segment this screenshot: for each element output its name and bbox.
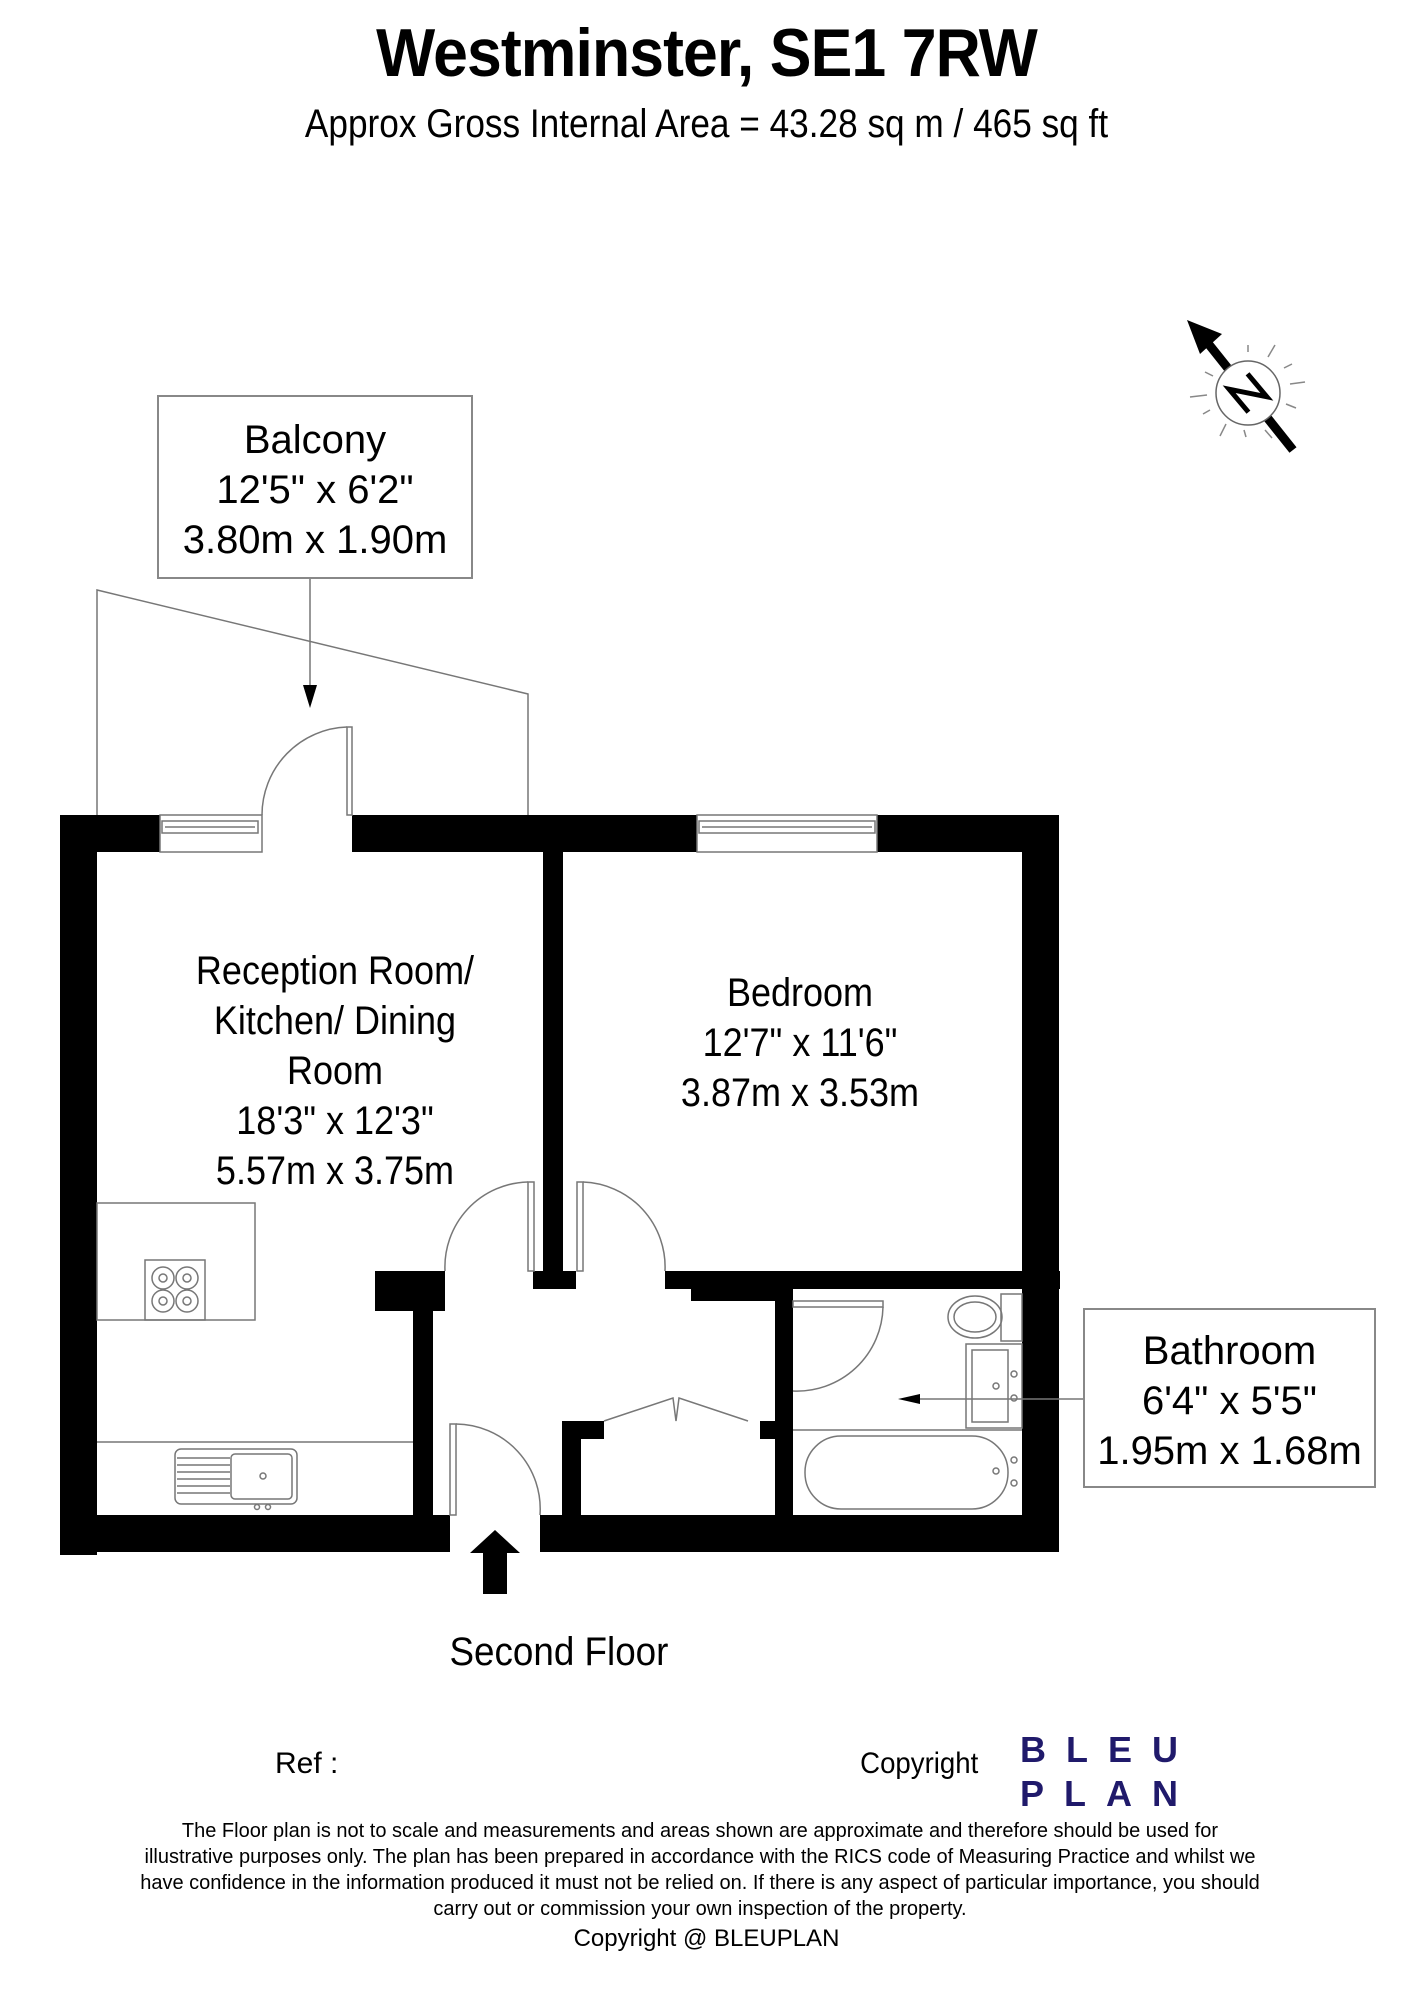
bathroom-label: Bathroom 6'4" x 5'5" 1.95m x 1.68m [1083, 1308, 1376, 1488]
floor-label: Second Floor [449, 1630, 669, 1674]
disclaimer-line-2: illustrative purposes only. The plan has… [144, 1846, 1256, 1868]
bedroom-metric: 3.87m x 3.53m [680, 1071, 920, 1115]
walls [60, 815, 1060, 1555]
balcony-outline [96, 589, 529, 817]
bath-icon [804, 1435, 1018, 1510]
bedroom-imperial: 12'7" x 11'6" [702, 1021, 898, 1065]
plan-title: Westminster, SE1 7RW [376, 15, 1038, 91]
bathroom-pointer-icon [898, 1394, 920, 1404]
reception-metric: 5.57m x 3.75m [215, 1149, 455, 1193]
bedroom-label: Bedroom 12'7" x 11'6" 3.87m x 3.53m [638, 968, 962, 1118]
reception-label: Reception Room/ Kitchen/ Dining Room 18'… [151, 946, 520, 1196]
window-bedroom [696, 814, 878, 853]
gross-area: Approx Gross Internal Area = 43.28 sq m … [304, 102, 1109, 146]
logo-line-1: BLEU [1020, 1729, 1198, 1770]
balcony-pointer-icon [303, 685, 317, 708]
disclaimer-line-3: have confidence in the information produ… [140, 1872, 1260, 1894]
basin-icon [965, 1343, 1023, 1429]
hob-icon [151, 1266, 199, 1313]
kitchen-fittings [96, 1202, 413, 1511]
ref-label: Ref : [275, 1747, 339, 1780]
bathroom-fittings [793, 1293, 1090, 1510]
bleuplan-logo: BLEU PLAN [1020, 1728, 1198, 1816]
balcony-metric: 3.80m x 1.90m [182, 518, 448, 562]
bathroom-metric: 1.95m x 1.68m [1097, 1429, 1362, 1473]
disclaimer-line-1: The Floor plan is not to scale and measu… [181, 1820, 1219, 1842]
reception-name-2: Kitchen/ Dining [213, 999, 457, 1043]
balcony-label: Balcony 12'5" x 6'2" 3.80m x 1.90m [157, 395, 473, 579]
bedroom-name: Bedroom [726, 971, 874, 1015]
reception-name-3: Room [286, 1049, 384, 1093]
north-arrow-icon [1187, 320, 1306, 453]
bathroom-name: Bathroom [1142, 1329, 1317, 1373]
toilet-icon [947, 1293, 1023, 1342]
reception-imperial: 18'3" x 12'3" [236, 1099, 434, 1143]
reception-name-1: Reception Room/ [195, 949, 475, 993]
copyright-label: Copyright [860, 1747, 979, 1780]
sink-icon [174, 1448, 298, 1511]
entrance-arrow-icon [470, 1530, 520, 1594]
disclaimer-line-4: carry out or commission your own inspect… [433, 1898, 967, 1920]
balcony-imperial: 12'5" x 6'2" [216, 468, 414, 512]
balcony-door [261, 726, 353, 816]
internal-doors [444, 1181, 884, 1516]
bathroom-imperial: 6'4" x 5'5" [1142, 1379, 1317, 1423]
disclaimer: The Floor plan is not to scale and measu… [120, 1818, 1280, 1922]
balcony-name: Balcony [243, 418, 387, 462]
window-reception [159, 814, 263, 853]
copyright-notice: Copyright @ BLEUPLAN [573, 1925, 840, 1952]
logo-line-2: PLAN [1020, 1773, 1198, 1814]
